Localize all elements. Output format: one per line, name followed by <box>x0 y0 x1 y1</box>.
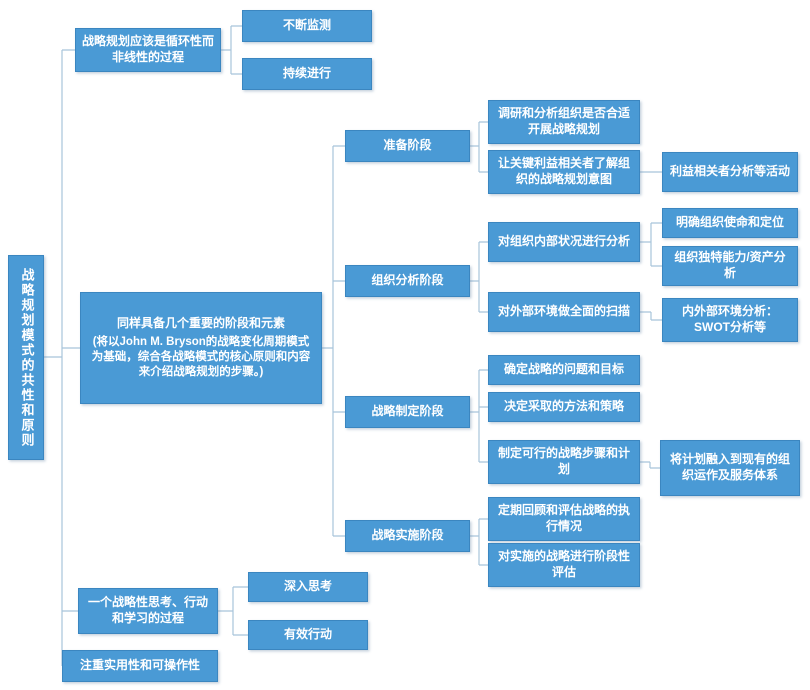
node-internal-analysis[interactable]: 对组织内部状况进行分析 <box>488 222 640 262</box>
connector-formulation-fork <box>470 369 488 463</box>
connector-branch3-fork <box>218 586 248 636</box>
node-continuous-monitoring[interactable]: 不断监测 <box>242 10 372 42</box>
node-stages-elements-title: 同样具备几个重要的阶段和元素 <box>116 315 285 330</box>
node-practicality[interactable]: 注重实用性和可操作性 <box>62 650 218 682</box>
node-stages-elements-note: (将以John M. Bryson的战略变化周期模式为基础，综合各战略模式的核心… <box>91 336 311 379</box>
node-external-scan[interactable]: 对外部环境做全面的扫描 <box>488 292 640 332</box>
node-actionable-steps-plan[interactable]: 制定可行的战略步骤和计划 <box>488 440 640 484</box>
connector-org-analysis-fork <box>470 241 488 313</box>
node-review-evaluate-execution[interactable]: 定期回顾和评估战略的执行情况 <box>488 497 640 541</box>
connector-root-fork <box>44 49 80 666</box>
node-implementation-stage[interactable]: 战略实施阶段 <box>345 520 470 552</box>
node-periodic-evaluation[interactable]: 对实施的战略进行阶段性评估 <box>488 543 640 587</box>
connector-implementation-fork <box>470 518 488 566</box>
node-stages-elements[interactable]: 同样具备几个重要的阶段和元素 (将以John M. Bryson的战略变化周期模… <box>80 292 322 404</box>
node-root-topic[interactable]: 战略规划模式的共性和原则 <box>8 255 44 460</box>
node-capabilities-assets[interactable]: 组织独特能力/资产分析 <box>662 246 798 286</box>
node-inform-stakeholders[interactable]: 让关键利益相关者了解组织的战略规划意图 <box>488 150 640 194</box>
node-swot-analysis[interactable]: 内外部环境分析：SWOT分析等 <box>662 298 798 342</box>
node-decide-methods[interactable]: 决定采取的方法和策略 <box>488 392 640 422</box>
node-define-issues-goals[interactable]: 确定战略的问题和目标 <box>488 355 640 385</box>
connector-branch2-fork <box>322 145 345 537</box>
node-ongoing-process[interactable]: 持续进行 <box>242 58 372 90</box>
connector-branch1-fork <box>221 25 242 75</box>
node-strategy-formulation-stage[interactable]: 战略制定阶段 <box>345 396 470 428</box>
node-stakeholder-analysis[interactable]: 利益相关者分析等活动 <box>662 152 798 192</box>
connector-internal-fork <box>640 222 662 267</box>
node-cyclic-process[interactable]: 战略规划应该是循环性而非线性的过程 <box>75 28 221 72</box>
node-effective-action[interactable]: 有效行动 <box>248 620 368 650</box>
node-preparation-stage[interactable]: 准备阶段 <box>345 130 470 162</box>
node-strategic-thinking-process[interactable]: 一个战略性思考、行动和学习的过程 <box>78 588 218 634</box>
node-mission-positioning[interactable]: 明确组织使命和定位 <box>662 208 798 238</box>
node-assess-readiness[interactable]: 调研和分析组织是否合适开展战略规划 <box>488 100 640 144</box>
node-integrate-operations[interactable]: 将计划融入到现有的组织运作及服务体系 <box>660 440 800 496</box>
connector-preparation-fork <box>470 121 488 173</box>
node-deep-thinking[interactable]: 深入思考 <box>248 572 368 602</box>
connector-external-link <box>640 311 662 321</box>
connector-integrate-link <box>640 461 660 469</box>
node-org-analysis-stage[interactable]: 组织分析阶段 <box>345 265 470 297</box>
